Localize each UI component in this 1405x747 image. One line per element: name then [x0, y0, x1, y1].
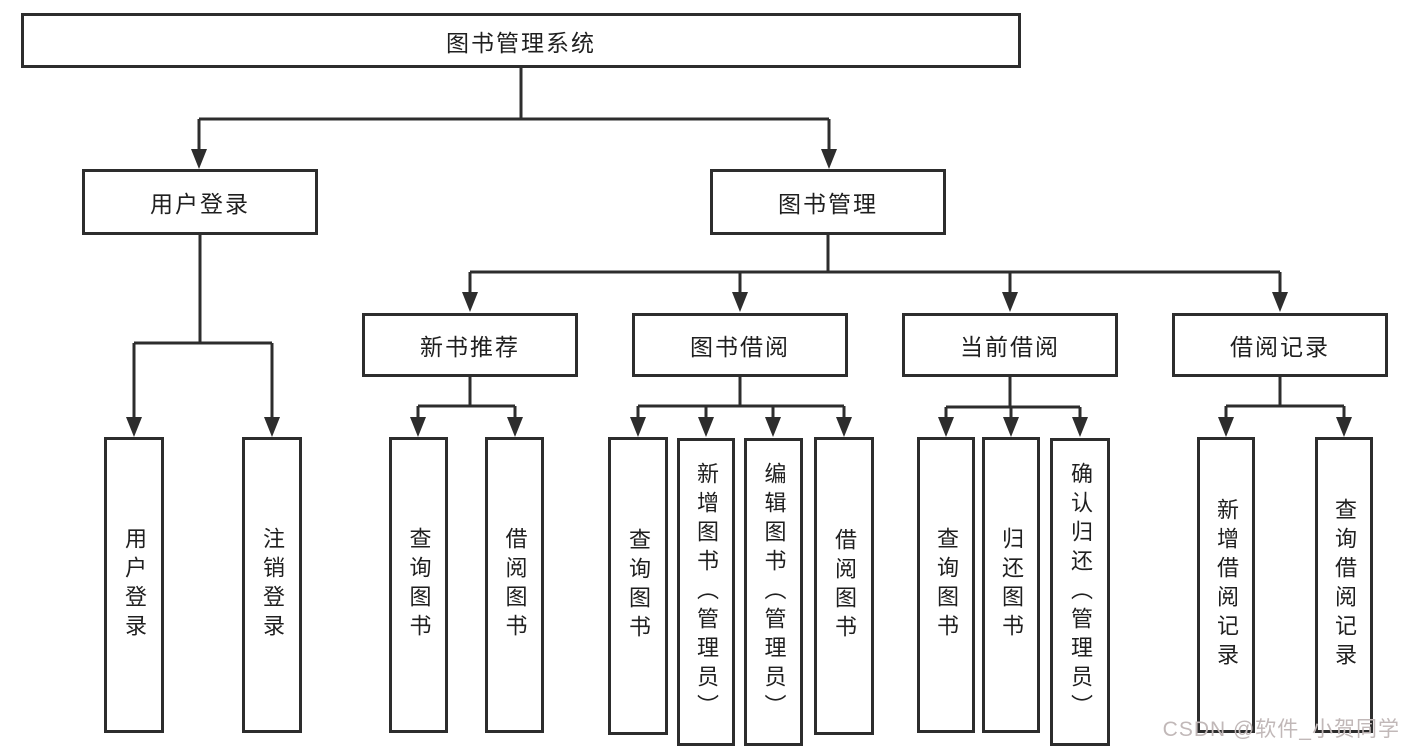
node-current-search-books-label: 查询图书 — [934, 527, 959, 643]
node-recommend-search-books: 查询图书 — [389, 437, 448, 733]
watermark-text: CSDN @软件_小贺同学 — [1162, 718, 1400, 741]
connector-path — [636, 377, 846, 430]
node-edit-books-admin-label: 编辑图书（管理员） — [761, 461, 787, 723]
connector-path — [132, 235, 274, 430]
node-login-action-label: 用户登录 — [122, 527, 147, 643]
node-current-borrowing-label: 当前借阅 — [960, 334, 1060, 360]
node-login-action: 用户登录 — [104, 437, 164, 733]
node-confirm-return-admin-label: 确认归还（管理员） — [1068, 461, 1093, 723]
node-book-borrowing: 图书借阅 — [632, 313, 848, 377]
node-borrow-borrow-books-label: 借阅图书 — [832, 528, 857, 644]
node-return-books: 归还图书 — [982, 437, 1040, 733]
node-book-borrowing-label: 图书借阅 — [690, 334, 790, 360]
node-borrow-search-books-label: 查询图书 — [626, 528, 651, 644]
node-add-borrow-record: 新增借阅记录 — [1197, 437, 1255, 733]
node-book-management: 图书管理 — [710, 169, 946, 235]
node-logout-action: 注销登录 — [242, 437, 302, 733]
connector-path — [197, 68, 831, 160]
node-borrowing-records-label: 借阅记录 — [1230, 334, 1330, 360]
node-user-login-label: 用户登录 — [150, 191, 250, 217]
connector-path — [1224, 377, 1346, 430]
connector-path — [416, 377, 517, 430]
node-add-books-admin: 新增图书（管理员） — [677, 438, 735, 746]
node-confirm-return-admin: 确认归还（管理员） — [1050, 438, 1110, 746]
node-recommend-search-books-label: 查询图书 — [406, 527, 432, 643]
connector-path — [468, 235, 1282, 304]
node-recommend-borrow-books-label: 借阅图书 — [502, 527, 528, 643]
node-search-borrow-record: 查询借阅记录 — [1315, 437, 1373, 733]
node-current-borrowing: 当前借阅 — [902, 313, 1118, 377]
node-book-management-label: 图书管理 — [778, 191, 878, 217]
node-borrowing-records: 借阅记录 — [1172, 313, 1388, 377]
node-borrow-search-books: 查询图书 — [608, 437, 668, 735]
node-logout-action-label: 注销登录 — [260, 527, 285, 643]
node-search-borrow-record-label: 查询借阅记录 — [1332, 498, 1357, 672]
node-add-books-admin-label: 新增图书（管理员） — [694, 461, 719, 723]
node-current-search-books: 查询图书 — [917, 437, 975, 733]
node-add-borrow-record-label: 新增借阅记录 — [1214, 498, 1239, 672]
node-edit-books-admin: 编辑图书（管理员） — [744, 438, 803, 746]
node-root-label: 图书管理系统 — [446, 29, 596, 56]
node-recommend-borrow-books: 借阅图书 — [485, 437, 544, 733]
node-borrow-borrow-books: 借阅图书 — [814, 437, 874, 735]
node-return-books-label: 归还图书 — [999, 527, 1024, 643]
node-new-book-recommendation-label: 新书推荐 — [420, 334, 520, 360]
node-user-login: 用户登录 — [82, 169, 318, 235]
node-new-book-recommendation: 新书推荐 — [362, 313, 578, 377]
node-root: 图书管理系统 — [21, 13, 1021, 68]
